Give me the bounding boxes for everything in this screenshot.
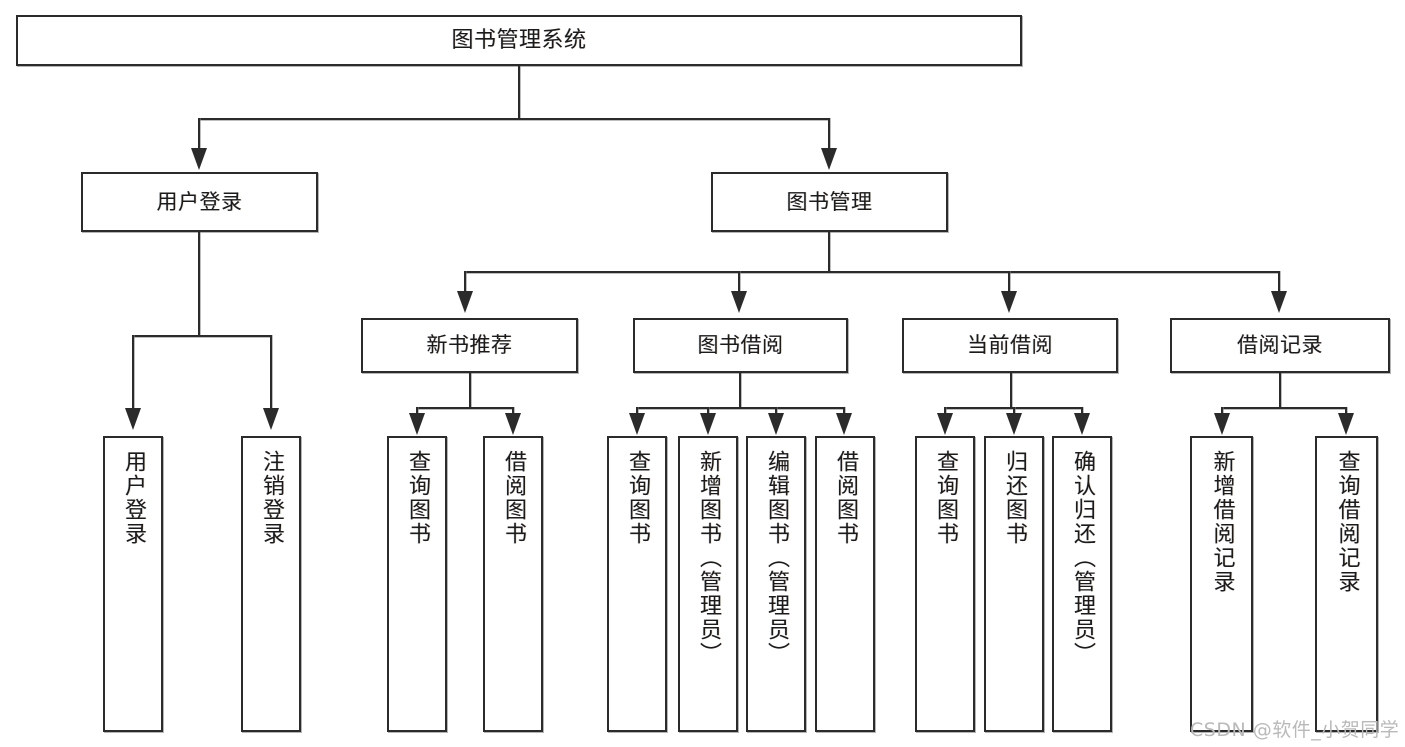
arrowhead-br-add-record: [1214, 413, 1230, 435]
node-label: 图书管理: [786, 189, 873, 214]
connector-bb-stem: [739, 373, 742, 409]
leaf-bb-borrow-book[interactable]: 借阅图书: [815, 436, 875, 732]
connector-bb-drop-3: [775, 407, 778, 415]
connector-root-drop-right: [828, 118, 831, 150]
connector-book-management-bus: [464, 271, 1278, 274]
arrowhead-bb-borrow-book: [836, 413, 852, 435]
connector-cb-drop-3: [1081, 407, 1084, 415]
arrowhead-user-login: [191, 148, 207, 170]
node-label: 归还图书: [1002, 450, 1027, 546]
connector-user-login-bus: [132, 335, 272, 338]
node-user-login[interactable]: 用户登录: [81, 172, 318, 232]
arrowhead-borrow-record: [1271, 291, 1287, 313]
node-label: 用户登录: [156, 189, 243, 214]
arrowhead-leaf-logout: [263, 408, 279, 430]
node-label: 用户登录: [121, 450, 146, 546]
node-label: 确认归还（管理员）: [1070, 450, 1095, 666]
connector-bm-drop-4: [1278, 271, 1281, 293]
arrowhead-cb-query-book: [937, 413, 953, 435]
connector-nbr-drop-2: [512, 407, 515, 415]
node-label: 新增借阅记录: [1209, 450, 1235, 594]
connector-br-bus: [1221, 407, 1347, 410]
arrowhead-nbr-borrow-book: [505, 413, 521, 435]
node-label: 编辑图书（管理员）: [764, 450, 789, 666]
connector-user-login-drop-2: [270, 335, 273, 410]
connector-book-management-stem: [828, 232, 831, 273]
arrowhead-bb-query-book: [629, 413, 645, 435]
arrowhead-cb-confirm-return: [1074, 413, 1090, 435]
arrowhead-br-query-record: [1338, 413, 1354, 435]
leaf-bb-add-book[interactable]: 新增图书（管理员）: [678, 436, 738, 732]
connector-user-login-stem: [198, 232, 201, 336]
node-label: 查询图书: [405, 450, 430, 546]
node-new-book-recommend[interactable]: 新书推荐: [361, 318, 578, 373]
node-label: 借阅图书: [833, 450, 858, 546]
connector-bb-bus: [636, 407, 844, 410]
connector-root-drop-left: [198, 118, 201, 150]
connector-root-bus: [198, 118, 830, 121]
node-book-management[interactable]: 图书管理: [711, 172, 948, 232]
node-label: 新增图书（管理员）: [696, 450, 721, 666]
node-borrow-record[interactable]: 借阅记录: [1170, 318, 1390, 373]
node-book-borrow[interactable]: 图书借阅: [633, 318, 848, 373]
leaf-logout[interactable]: 注销登录: [241, 436, 301, 732]
connector-cb-stem: [1010, 373, 1013, 409]
leaf-cb-return-book[interactable]: 归还图书: [984, 436, 1044, 732]
connector-bm-drop-2: [738, 271, 741, 293]
leaf-user-login[interactable]: 用户登录: [103, 436, 163, 732]
connector-nbr-bus: [416, 407, 513, 410]
leaf-bb-edit-book[interactable]: 编辑图书（管理员）: [746, 436, 806, 732]
leaf-cb-confirm-return[interactable]: 确认归还（管理员）: [1052, 436, 1112, 732]
arrowhead-new-book-recommend: [457, 291, 473, 313]
arrowhead-book-management: [821, 148, 837, 170]
node-label: 查询图书: [625, 450, 650, 546]
connector-cb-drop-1: [944, 407, 947, 415]
leaf-bb-query-book[interactable]: 查询图书: [607, 436, 667, 732]
leaf-nbr-query-book[interactable]: 查询图书: [387, 436, 447, 732]
arrowhead-current-borrow: [1001, 291, 1017, 313]
arrowhead-leaf-user-login: [125, 408, 141, 430]
connector-bb-drop-4: [843, 407, 846, 415]
node-root-book-management-system[interactable]: 图书管理系统: [16, 15, 1022, 66]
connector-root-stem: [518, 66, 521, 119]
connector-user-login-drop-1: [132, 335, 135, 410]
connector-bb-drop-2: [707, 407, 710, 415]
connector-bb-drop-1: [636, 407, 639, 415]
connector-cb-bus: [944, 407, 1081, 410]
connector-cb-drop-2: [1013, 407, 1016, 415]
arrowhead-nbr-query-book: [409, 413, 425, 435]
connector-br-drop-1: [1221, 407, 1224, 415]
node-label: 借阅图书: [501, 450, 526, 546]
leaf-nbr-borrow-book[interactable]: 借阅图书: [483, 436, 543, 732]
leaf-br-add-record[interactable]: 新增借阅记录: [1190, 436, 1253, 732]
node-label: 注销登录: [259, 450, 284, 546]
node-label: 新书推荐: [426, 333, 513, 358]
node-label: 借阅记录: [1237, 333, 1323, 358]
arrowhead-bb-add-book: [700, 413, 716, 435]
connector-br-stem: [1279, 373, 1282, 409]
node-label: 图书管理系统: [451, 27, 587, 53]
connector-nbr-drop-1: [416, 407, 419, 415]
connector-br-drop-2: [1345, 407, 1348, 415]
arrowhead-bb-edit-book: [768, 413, 784, 435]
node-label: 查询借阅记录: [1334, 450, 1360, 594]
node-current-borrow[interactable]: 当前借阅: [902, 318, 1118, 373]
node-label: 查询图书: [933, 450, 958, 546]
arrowhead-book-borrow: [731, 291, 747, 313]
arrowhead-cb-return-book: [1006, 413, 1022, 435]
node-label: 图书借阅: [697, 333, 784, 358]
connector-bm-drop-3: [1008, 271, 1011, 293]
connector-bm-drop-1: [464, 271, 467, 293]
connector-nbr-stem: [469, 373, 472, 409]
leaf-cb-query-book[interactable]: 查询图书: [915, 436, 975, 732]
node-label: 当前借阅: [967, 333, 1053, 358]
leaf-br-query-record[interactable]: 查询借阅记录: [1315, 436, 1378, 732]
